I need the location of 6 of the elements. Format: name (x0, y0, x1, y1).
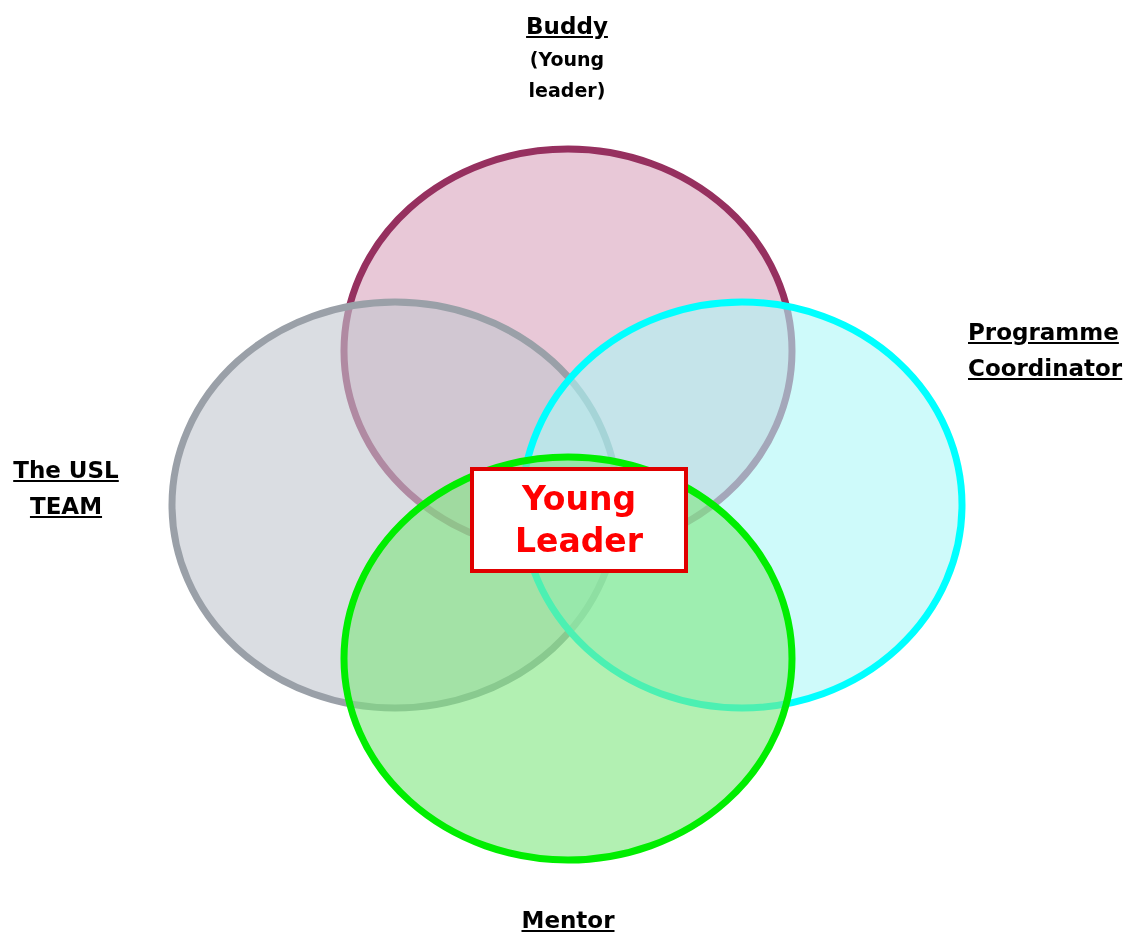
center-label: Young Leader (514, 478, 644, 562)
circle-sublabel: (Young leader) (527, 47, 607, 103)
circle-label: Buddy (525, 12, 609, 41)
circle-label: Mentor (520, 906, 616, 934)
circle-label: Programme Coordinator (968, 318, 1124, 383)
circle-label: The USL TEAM (12, 456, 120, 521)
